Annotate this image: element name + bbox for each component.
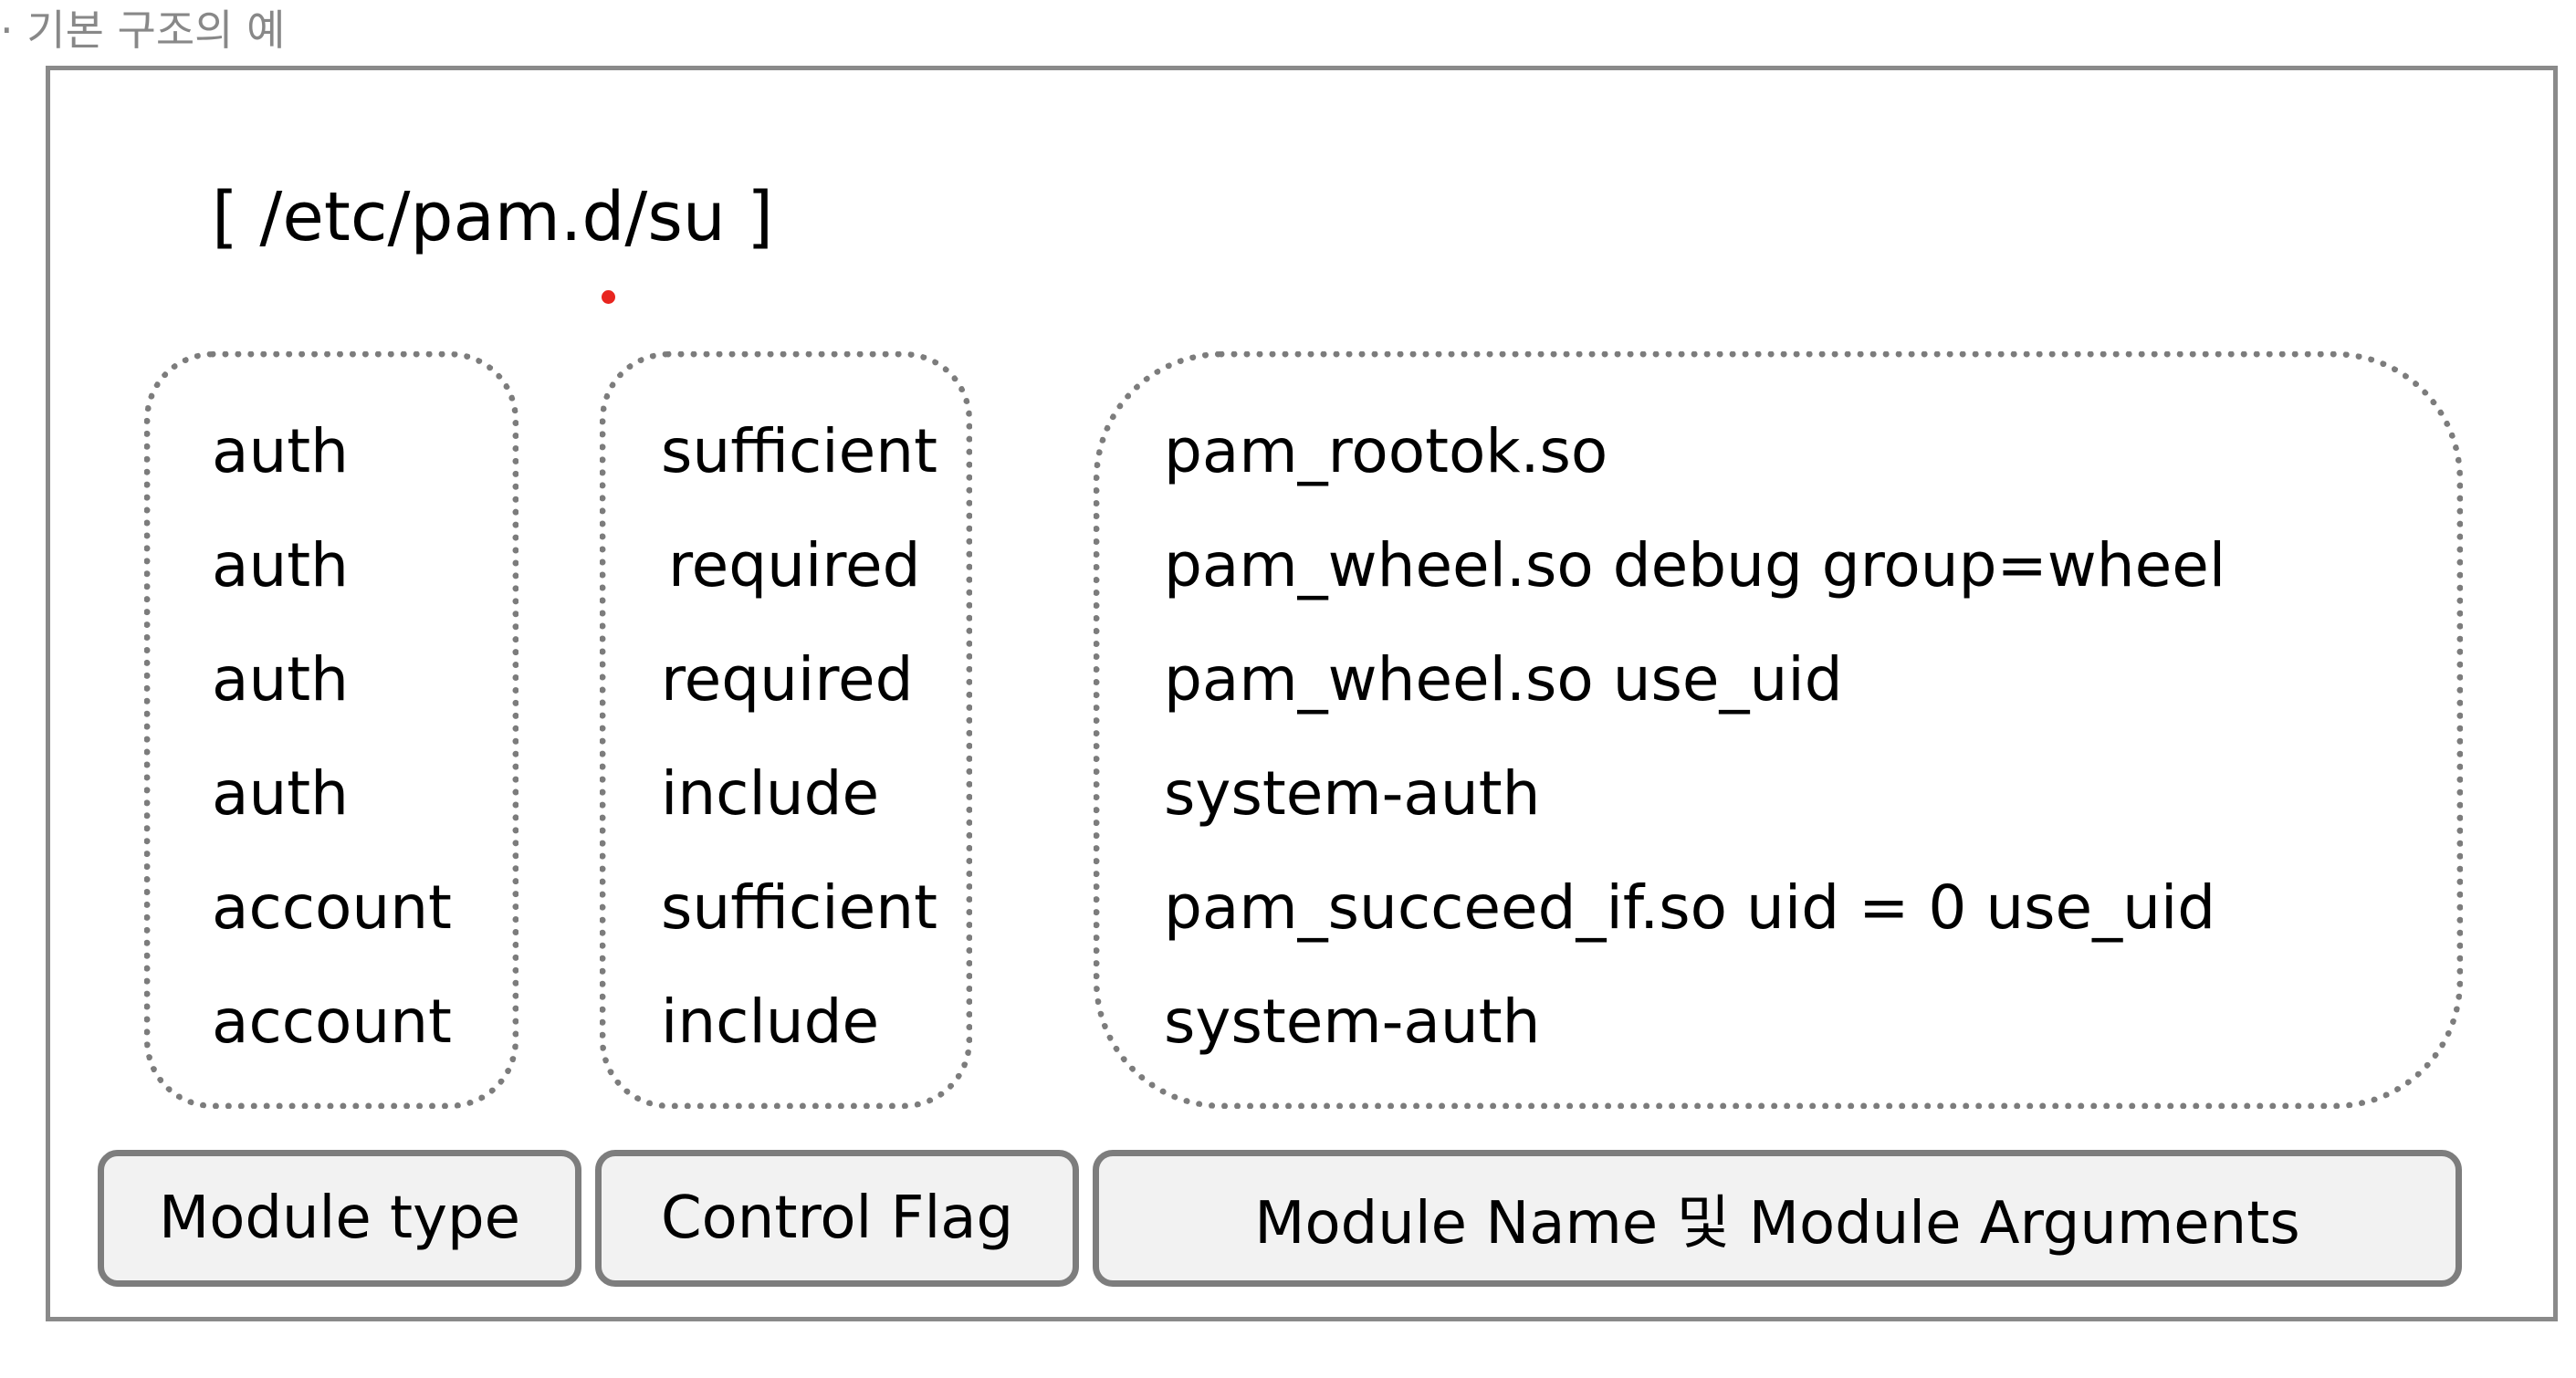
module-cell: pam_succeed_if.so uid = 0 use_uid [1164,872,2216,943]
caption: · 기본 구조의 예 [0,5,286,55]
control-flag-group [600,351,972,1109]
module-cell: pam_rootok.so [1164,416,1608,486]
control-flag-cell: sufficient [661,872,937,943]
module-type-cell: auth [212,530,349,600]
file-title: [ /etc/pam.d/su ] [212,178,774,256]
module-cell: pam_wheel.so debug group=wheel [1164,530,2226,600]
module-type-cell: auth [212,644,349,715]
control-flag-cell: include [661,758,880,829]
module-args-group [1094,351,2463,1109]
red-dot-mark [602,290,615,304]
module-type-cell: auth [212,416,349,486]
module-type-label: Module type [98,1150,581,1287]
diagram-frame [46,66,2558,1321]
module-type-cell: account [212,987,452,1057]
module-type-group [144,351,518,1109]
module-cell: system-auth [1164,987,1541,1057]
module-args-label: Module Name 및 Module Arguments [1093,1150,2462,1287]
control-flag-cell: sufficient [661,416,937,486]
control-flag-cell: include [661,987,880,1057]
module-type-cell: account [212,872,452,943]
control-flag-label: Control Flag [595,1150,1079,1287]
module-cell: system-auth [1164,758,1541,829]
module-type-cell: auth [212,758,349,829]
module-cell: pam_wheel.so use_uid [1164,644,1843,715]
control-flag-cell: required [668,530,921,600]
control-flag-cell: required [661,644,914,715]
